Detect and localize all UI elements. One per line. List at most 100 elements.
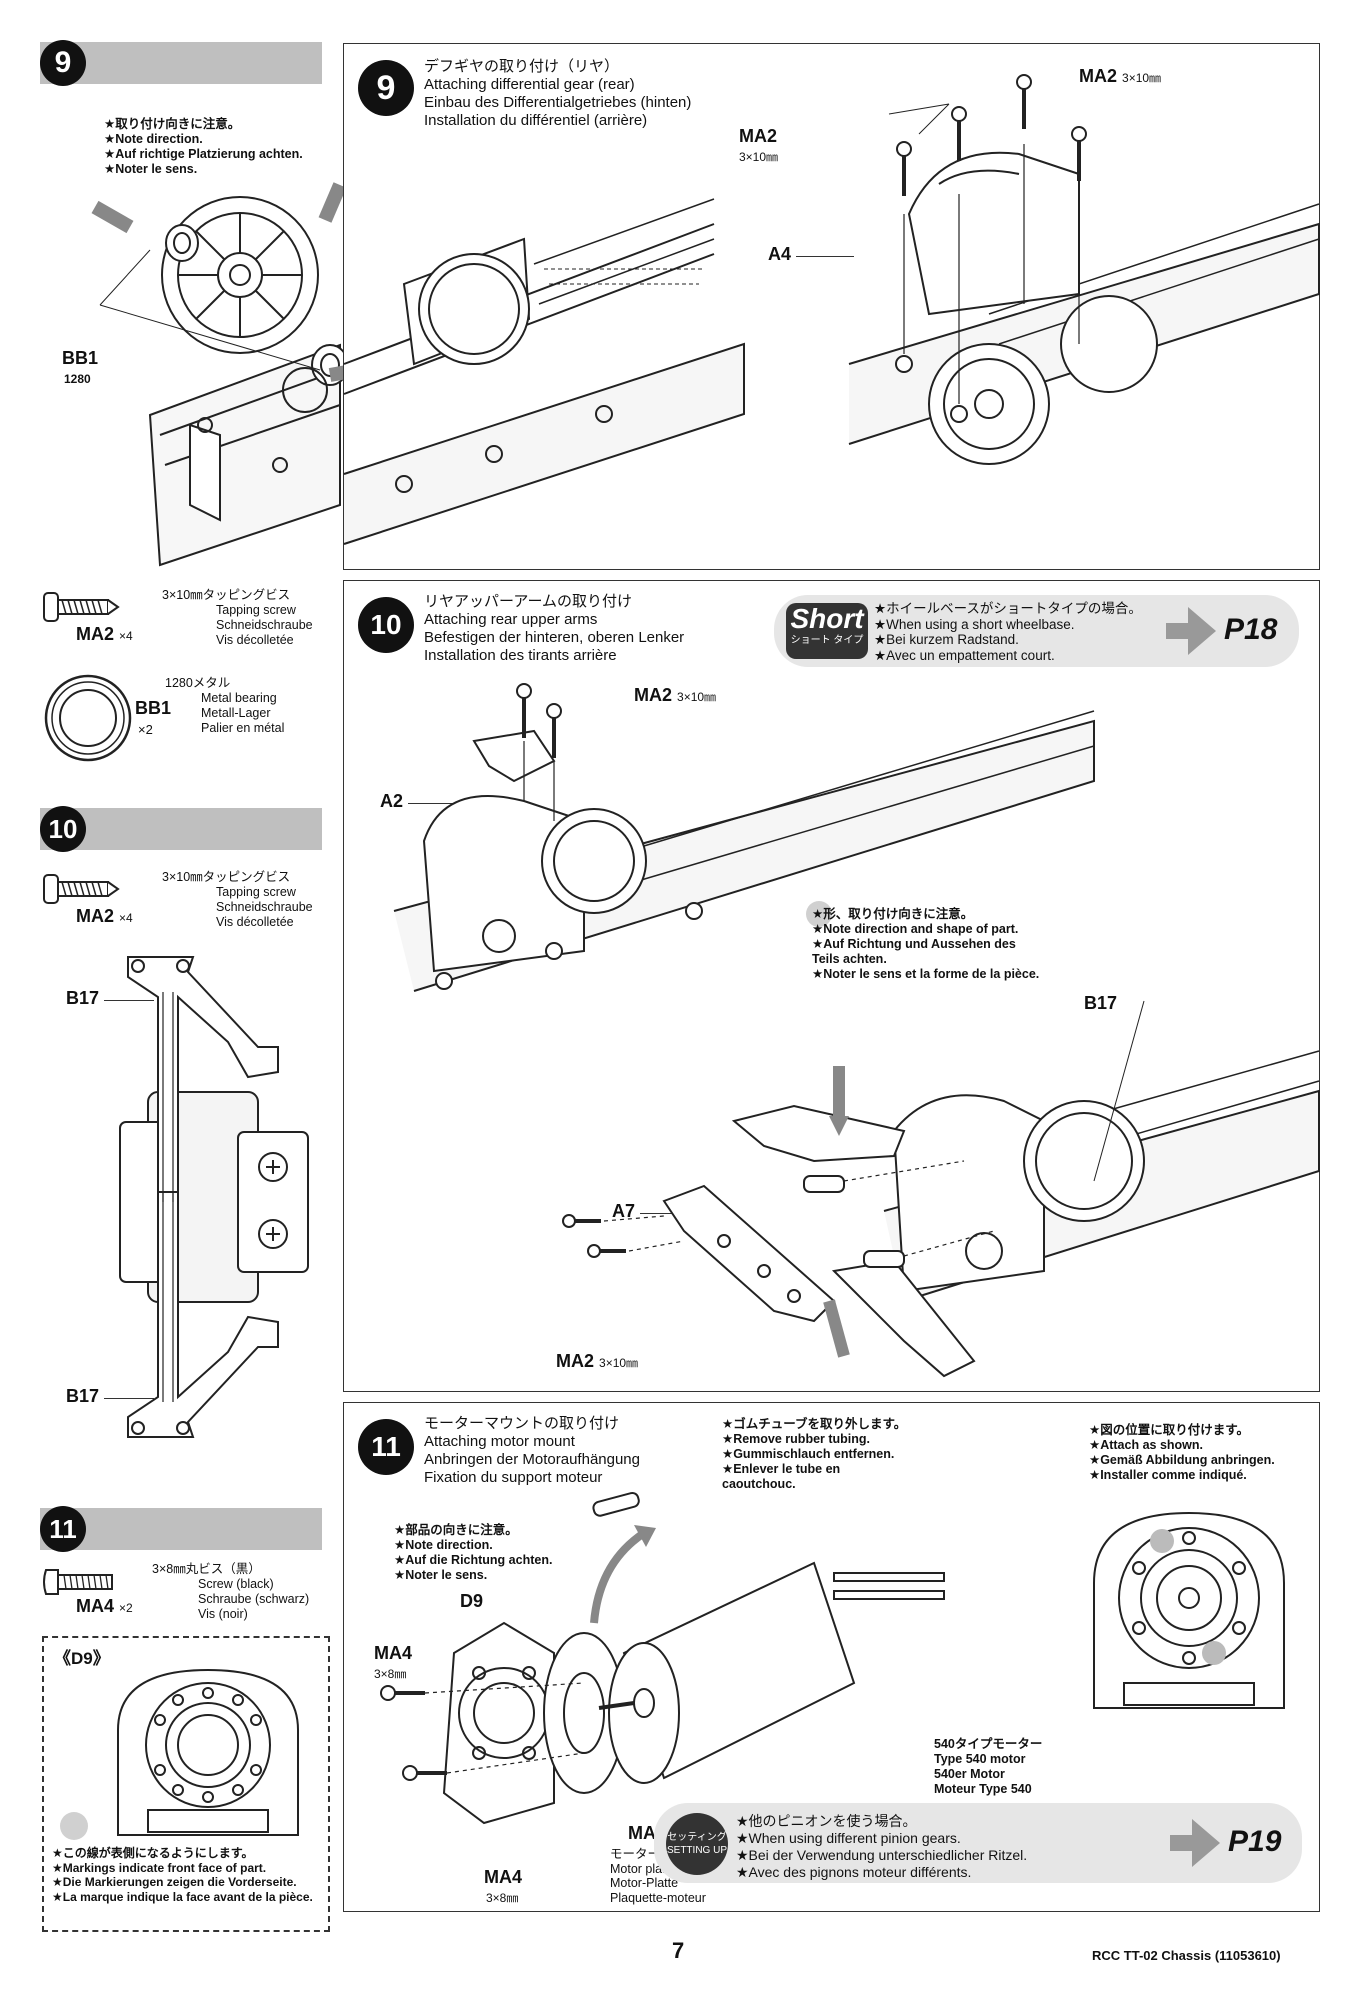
label-bb1-size: 1280 (64, 372, 91, 386)
attach-note: ★図の位置に取り付けます。 ★Attach as shown. ★Gemäß A… (1089, 1423, 1275, 1483)
sidebar9-screw-desc: 3×10㎜タッピングビス Tapping screw Schneidschrau… (162, 588, 313, 648)
sidebar10-screw-desc: 3×10㎜タッピングビス Tapping screw Schneidschrau… (162, 870, 313, 930)
step9-label-ma2-left: MA2 (739, 126, 777, 147)
note-line: ★ゴムチューブを取り外します。 (722, 1417, 907, 1431)
motor-mount-assembly-illustration (380, 1491, 945, 1825)
step9-left-illustration (91, 182, 360, 567)
arrow-right-icon (1192, 1819, 1220, 1867)
desc-de: Schraube (schwarz) (198, 1592, 310, 1606)
step11-title: モーターマウントの取り付け Attaching motor mount Anbr… (424, 1415, 640, 1487)
leader-line (104, 1000, 154, 1001)
note-line: ★Noter le sens. (394, 1568, 488, 1582)
step11-badge: 11 (358, 1419, 414, 1475)
note-line: ★Gummischlauch entfernen. (722, 1447, 895, 1461)
d9-motor-mount-diagram (117, 1668, 299, 1836)
step11-label-ma4-top: MA4 (374, 1643, 413, 1663)
step9-left-chassis-illustration (343, 198, 745, 545)
note-line: ★Avec des pignons moteur différents. (736, 1864, 972, 1880)
step9-right-assembly-illustration (848, 74, 1320, 465)
arrow-right-icon (1170, 1835, 1192, 1851)
short-badge-sub: ショート タイプ (790, 635, 864, 646)
d9-detail-label: 《D9》 (54, 1649, 110, 1668)
title-fr: Installation du différentiel (arrière) (424, 112, 648, 129)
step10-label-b17: B17 (1084, 993, 1118, 1013)
sidebar-step9-header (40, 42, 322, 84)
sidebar10-screw-code: MA2 ×4 (76, 906, 133, 927)
highlight-dot (60, 1812, 88, 1840)
desc-en: Motor plate (610, 1861, 673, 1876)
step11-panel: 11 モーターマウントの取り付け Attaching motor mount A… (343, 1402, 1320, 1912)
title-ja: モーターマウントの取り付け (424, 1415, 620, 1432)
desc-fr: Vis décolletée (216, 633, 294, 647)
desc-ja: 3×8㎜丸ビス（黒） (152, 1562, 261, 1576)
note-line: ★Note direction. (104, 132, 203, 146)
note-line: ★図の位置に取り付けます。 (1089, 1423, 1249, 1437)
desc-en: Screw (black) (198, 1577, 274, 1591)
arrow-right-icon (1166, 623, 1188, 639)
note-line: caoutchouc. (722, 1477, 796, 1491)
note-line: ★Die Markierungen zeigen die Vorderseite… (52, 1875, 297, 1889)
step11-label-ma4-top-size: 3×8㎜ (374, 1667, 407, 1681)
d9-note: ★この線が表側になるようにします。 ★Markings indicate fro… (52, 1846, 313, 1904)
sidebar-step11-header (40, 1508, 322, 1550)
sidebar9-bearing-code: BB1 (135, 698, 172, 718)
note-line: ★When using a short wheelbase. (874, 616, 1075, 632)
note-line: ★他のピニオンを使う場合。 (736, 1813, 917, 1829)
step10-upper-illustration (393, 683, 1095, 992)
page-number: 7 (672, 1938, 685, 1963)
title-ja: デフギヤの取り付け（リヤ） (424, 58, 620, 75)
label-code: MA2 (739, 126, 778, 146)
desc-en: Tapping screw (216, 885, 296, 899)
sidebar-step10-header (40, 808, 322, 850)
setting-page-ref[interactable]: P19 (1228, 1825, 1282, 1858)
metal-bearing-icon (44, 674, 132, 762)
note-line: ★Remove rubber tubing. (722, 1432, 871, 1446)
screw-qty: ×4 (119, 911, 133, 925)
label-size: 3×10㎜ (1122, 71, 1162, 85)
arrow-right-icon (1188, 607, 1216, 655)
part-direction-note: ★部品の向きに注意。 ★Note direction. ★Auf die Ric… (394, 1523, 552, 1583)
label-size: 3×10㎜ (677, 690, 717, 704)
sidebar-step11-badge: 11 (40, 1506, 86, 1552)
sidebar9-bearing-qty: ×2 (138, 722, 153, 737)
leader-line (408, 803, 468, 804)
title-en: Attaching rear upper arms (424, 611, 598, 628)
sidebar10-label-b17-bot: B17 (66, 1386, 100, 1406)
screw-code: MA2 (76, 906, 115, 926)
title-de: Einbau des Differentialgetriebes (hinten… (424, 94, 692, 111)
note-line: ★When using different pinion gears. (736, 1830, 961, 1846)
note-line: ★Noter le sens et la forme de la pièce. (812, 967, 1040, 981)
desc-fr: Vis décolletée (216, 915, 294, 929)
desc-fr: Plaquette-moteur (610, 1890, 706, 1905)
note-line: ★この線が表側になるようにします。 (52, 1846, 254, 1860)
short-badge: Short ショート タイプ (786, 603, 868, 659)
label-code: MA2 (1079, 66, 1118, 86)
short-wheelbase-note: ★ホイールベースがショートタイプの場合。 ★When using a short… (874, 601, 1142, 663)
desc-en: Tapping screw (216, 603, 296, 617)
leader-line (640, 1213, 700, 1214)
step10-label-a7: A7 (612, 1201, 636, 1221)
note-line: Teils achten. (812, 952, 887, 966)
tube-note: ★ゴムチューブを取り外します。 ★Remove rubber tubing. ★… (722, 1417, 906, 1492)
screw-ma4-icon (43, 1569, 113, 1595)
label-code: MA2 (556, 1351, 595, 1371)
step9-direction-note: ★取り付け向きに注意。 ★Note direction. ★Auf richti… (104, 117, 303, 177)
sidebar10-label-b17-top: B17 (66, 988, 100, 1008)
screw-ma2-icon (43, 592, 120, 622)
title-en: Attaching motor mount (424, 1433, 575, 1450)
desc-de: Schneidschraube (216, 618, 313, 632)
desc-ja: 3×10㎜タッピングビス (162, 870, 291, 884)
short-page-ref[interactable]: P18 (1224, 613, 1278, 646)
title-ja: リヤアッパーアームの取り付け (424, 593, 633, 610)
step9-title: デフギヤの取り付け（リヤ） Attaching differential gea… (424, 58, 691, 130)
d9-detail-box (42, 1636, 330, 1932)
step10-label-ma2-bot: MA2 3×10㎜ (556, 1351, 638, 1372)
desc-de: Schneidschraube (216, 900, 313, 914)
note-line: ★Attach as shown. (1089, 1438, 1204, 1452)
desc-de: Motor-Platte (610, 1876, 679, 1890)
desc-fr: Vis (noir) (198, 1607, 248, 1621)
step9-label-ma2-left-size: 3×10㎜ (739, 150, 779, 164)
title-fr: Installation des tirants arrière (424, 647, 617, 664)
step9-panel: 9 デフギヤの取り付け（リヤ） Attaching differential g… (343, 43, 1320, 570)
label-bb1: BB1 (62, 348, 98, 369)
